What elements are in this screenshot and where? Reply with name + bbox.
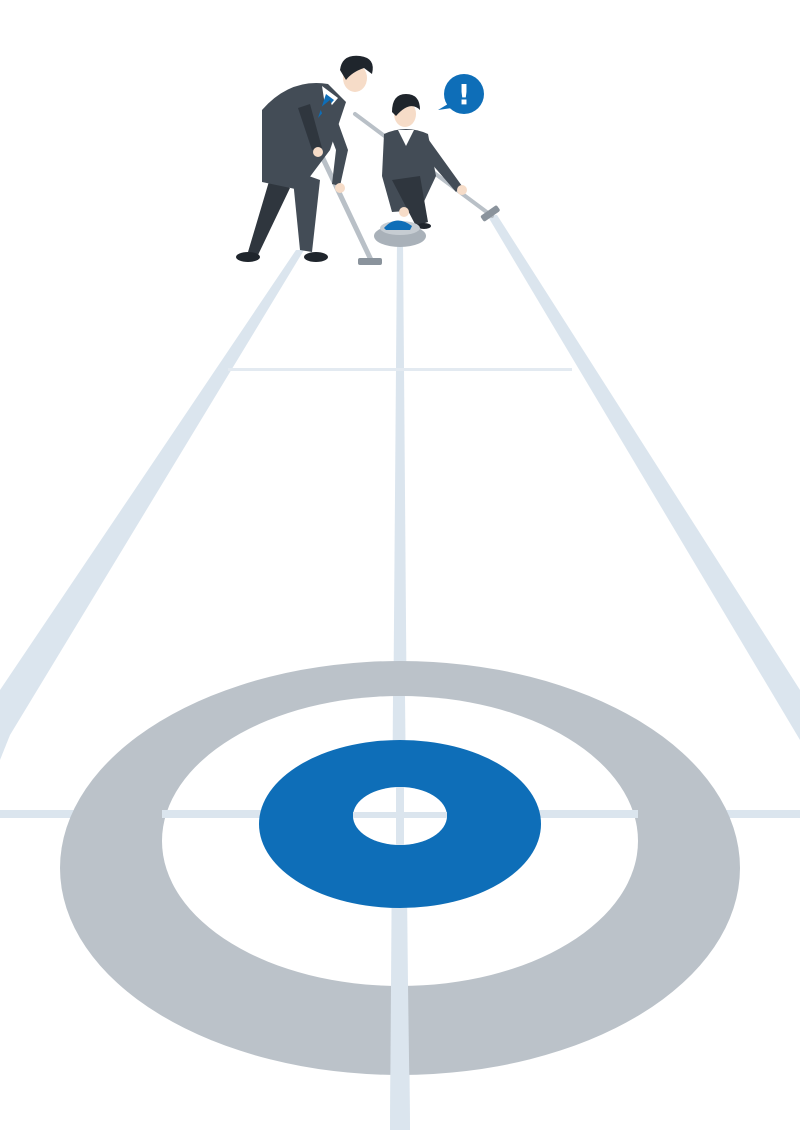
button-center-line <box>396 787 404 845</box>
tee-line-right <box>736 810 800 818</box>
woman-hand-right <box>457 185 467 195</box>
curling-stone <box>374 220 426 247</box>
woman-broom-head <box>480 205 500 222</box>
speech-bubble: ! <box>438 74 484 114</box>
stone-handle <box>384 220 412 230</box>
man-broom-head <box>358 258 382 265</box>
man-shoe-back <box>236 252 260 262</box>
woman-arm-right <box>418 136 462 192</box>
man-hair <box>340 55 373 80</box>
woman-shoe <box>417 223 431 229</box>
hog-line <box>228 368 572 371</box>
sheet-right-line <box>487 215 800 740</box>
man-arm-back <box>298 104 322 150</box>
man-leg-front <box>292 170 320 252</box>
woman-hair <box>392 94 420 116</box>
center-line-bottom <box>390 985 410 1130</box>
sweeper-man <box>236 55 382 265</box>
man-shoe-front <box>304 252 328 262</box>
speech-bubble-tail <box>438 104 452 110</box>
woman-collar <box>398 130 414 146</box>
man-broom-handle <box>315 145 375 265</box>
man-hand-front <box>335 183 345 193</box>
woman-leg <box>392 176 428 226</box>
man-arm-front <box>320 100 348 186</box>
speech-bubble-exclamation: ! <box>458 78 471 111</box>
tee-line-left <box>0 810 64 818</box>
woman-hand-left <box>399 207 409 217</box>
thrower-woman <box>353 94 500 229</box>
man-hand-back <box>313 147 323 157</box>
speech-bubble-circle <box>444 74 484 114</box>
man-leg-back <box>248 178 290 255</box>
